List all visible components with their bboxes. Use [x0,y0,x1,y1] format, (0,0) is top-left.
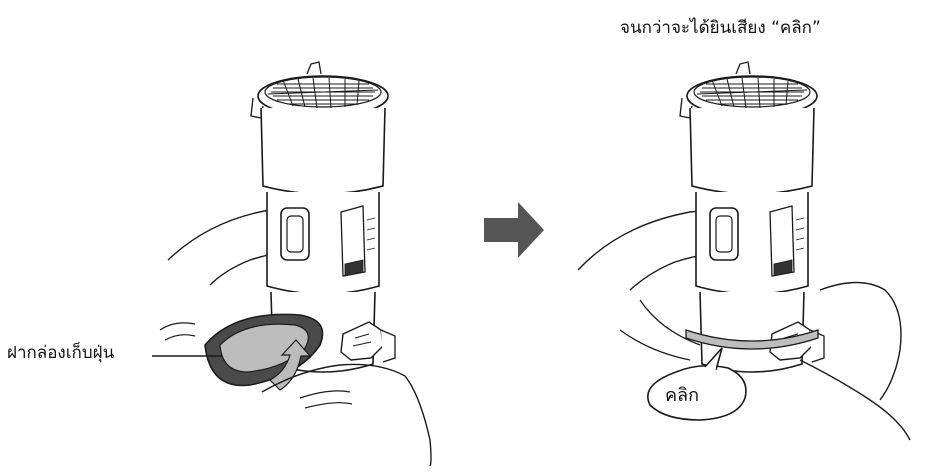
click-bubble-text: คลิก [665,380,699,409]
right-hand-right [800,283,910,441]
left-hand-lower [262,364,431,466]
right-scene [578,62,910,440]
dust-box-lid-label: ฝากล่องเก็บฝุ่น [7,345,114,362]
dust-canister-right [680,62,824,372]
top-caption: จนกว่าจะได้ยินเสียง “คลิก” [620,20,821,37]
left-hand-fingers [300,391,352,408]
right-arrow-icon [484,202,544,258]
left-scene [152,62,431,466]
left-hand-thumb [160,323,195,340]
